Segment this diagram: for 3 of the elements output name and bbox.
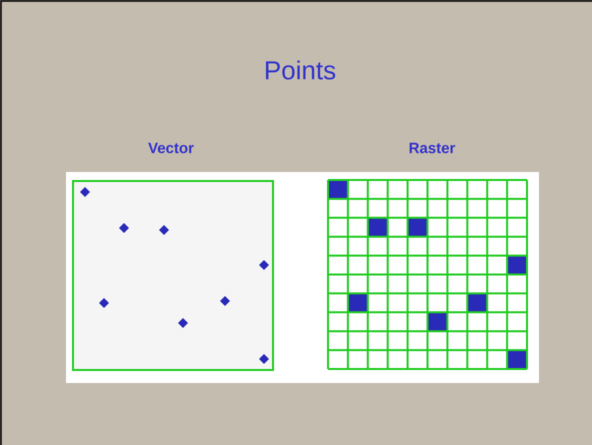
panel-heading: Vector <box>148 142 194 154</box>
title: Points <box>266 60 336 80</box>
panel-heading: Raster <box>410 142 456 154</box>
